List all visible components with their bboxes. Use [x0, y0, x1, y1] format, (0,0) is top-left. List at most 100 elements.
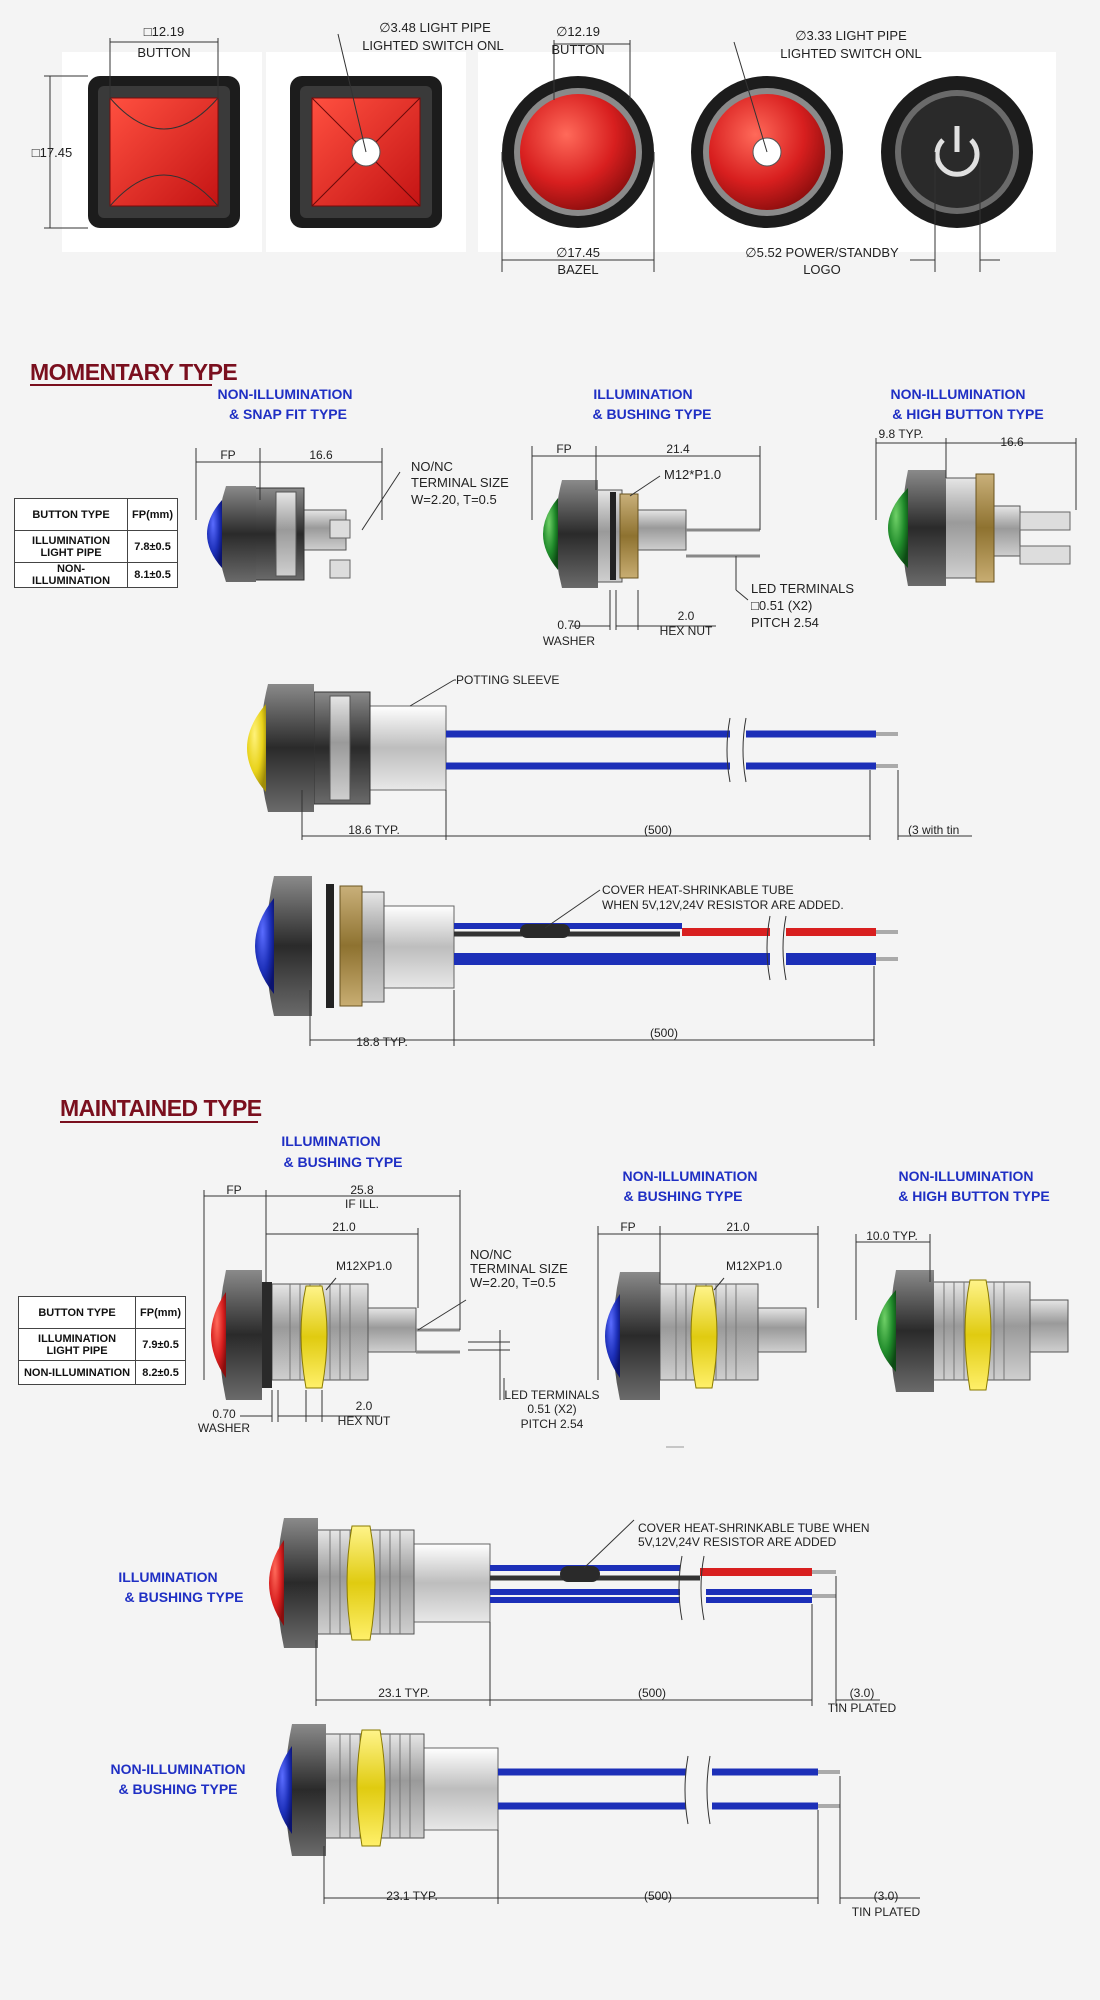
- momentary-dim-16-6: 16.6: [309, 448, 333, 462]
- table-cell: 8.2±0.5: [135, 1360, 186, 1385]
- maintained-led-b: 0.51 (X2): [527, 1402, 576, 1416]
- top-dimension-lines: [44, 33, 1000, 272]
- momentary-caption-2a: ILLUMINATION: [593, 386, 692, 402]
- logo-label: LOGO: [803, 262, 841, 277]
- momentary-cover-a: COVER HEAT-SHRINKABLE TUBE: [602, 883, 794, 897]
- momentary-dim-21-4: 21.4: [666, 442, 690, 456]
- momentary-wired-switch-yellow: [247, 684, 898, 812]
- maintained-caption-3a: NON-ILLUMINATION: [898, 1168, 1033, 1184]
- table-header: FP(mm): [127, 498, 178, 531]
- table-cell: 7.9±0.5: [135, 1328, 186, 1361]
- maintained-len-23-1a: 23.1 TYP.: [378, 1686, 430, 1700]
- table-header: BUTTON TYPE: [13, 498, 129, 531]
- maintained-wired-dims-1: [315, 1519, 880, 1706]
- momentary-thread: M12*P1.0: [664, 467, 721, 482]
- momentary-len-18-6: 18.6 TYP.: [348, 823, 400, 837]
- table-cell: 8.1±0.5: [127, 562, 178, 588]
- maintained-len-23-1b: 23.1 TYP.: [386, 1889, 438, 1903]
- maintained-hexnut-dim: 2.0: [356, 1399, 373, 1413]
- potting-sleeve-label: POTTING SLEEVE: [456, 673, 559, 687]
- maintained-dimension-lines: [203, 1190, 931, 1448]
- momentary-bushing-switch: [543, 480, 760, 588]
- momentary-len-500a: (500): [644, 823, 672, 837]
- momentary-dimension-lines: [195, 438, 1077, 630]
- square-button-view: [88, 76, 240, 228]
- square-button-label: BUTTON: [137, 45, 190, 60]
- round-button-label: BUTTON: [551, 42, 604, 57]
- maintained-terminal-b: TERMINAL SIZE: [470, 1261, 568, 1276]
- momentary-dim-16-6b: 16.6: [1000, 435, 1024, 449]
- maintained-wired-caption-1a: ILLUMINATION: [118, 1569, 217, 1585]
- momentary-fp-a: FP: [220, 448, 235, 462]
- table-cell: ILLUMINATION LIGHT PIPE: [17, 1328, 137, 1361]
- bezel-dim: ∅17.45: [556, 245, 600, 260]
- maintained-tin-b: TIN PLATED: [852, 1905, 921, 1919]
- maintained-dim-10: 10.0 TYP.: [866, 1229, 918, 1243]
- maintained-caption-3b: & HIGH BUTTON TYPE: [898, 1188, 1049, 1204]
- maintained-terminal-c: W=2.20, T=0.5: [470, 1275, 556, 1290]
- maintained-illumination-switch: [211, 1270, 460, 1400]
- maintained-len-500b: (500): [644, 1889, 672, 1903]
- momentary-led-a: LED TERMINALS: [751, 581, 854, 596]
- momentary-dim-9-8: 9.8 TYP.: [879, 427, 924, 441]
- maintained-section-title: MAINTAINED TYPE: [60, 1095, 262, 1121]
- momentary-hexnut: HEX NUT: [660, 624, 713, 638]
- maintained-non-illumination-switch: [605, 1272, 807, 1400]
- momentary-led-b: □0.51 (X2): [751, 598, 812, 613]
- momentary-wired-dims-2: [309, 889, 875, 1046]
- momentary-washer-dim: 0.70: [557, 618, 581, 632]
- maintained-wired-caption-2b: & BUSHING TYPE: [118, 1781, 237, 1797]
- momentary-len-500b: (500): [650, 1026, 678, 1040]
- maintained-led-c: PITCH 2.54: [521, 1417, 584, 1431]
- momentary-terminal-b: TERMINAL SIZE: [411, 475, 509, 490]
- table-cell: 7.8±0.5: [127, 530, 178, 563]
- maintained-high-button-switch: [877, 1270, 1069, 1392]
- momentary-snap-fit-switch: [207, 486, 351, 582]
- maintained-washer-dim: 0.70: [212, 1407, 236, 1421]
- maintained-dim-21b: 21.0: [726, 1220, 750, 1234]
- maintained-cover-a: COVER HEAT-SHRINKABLE TUBE WHEN: [638, 1521, 870, 1535]
- momentary-hexnut-dim: 2.0: [678, 609, 695, 623]
- maintained-thread: M12XP1.0: [336, 1259, 392, 1273]
- maintained-terminal-a: NO/NC: [470, 1247, 512, 1262]
- maintained-caption-2a: NON-ILLUMINATION: [622, 1168, 757, 1184]
- momentary-len-18-8: 18.8 TYP.: [356, 1035, 408, 1049]
- maintained-wired-caption-1b: & BUSHING TYPE: [124, 1589, 243, 1605]
- maintained-len-3b: (3.0): [874, 1889, 899, 1903]
- light-pipe-square-dim: ∅3.48 LIGHT PIPE: [379, 20, 491, 35]
- maintained-len-500a: (500): [638, 1686, 666, 1700]
- momentary-wired-dims-1: [301, 679, 972, 840]
- momentary-caption-3a: NON-ILLUMINATION: [890, 386, 1025, 402]
- maintained-led-a: LED TERMINALS: [504, 1388, 599, 1402]
- maintained-wired-switch-red: [269, 1518, 836, 1648]
- momentary-section-title: MOMENTARY TYPE: [30, 359, 237, 385]
- maintained-caption-2b: & BUSHING TYPE: [623, 1188, 742, 1204]
- maintained-thread-2: M12XP1.0: [726, 1259, 782, 1273]
- momentary-fp-b: FP: [556, 442, 571, 456]
- momentary-wired-switch-blue: [255, 876, 898, 1016]
- bezel-label: BAZEL: [557, 262, 598, 277]
- power-logo-dim: ∅5.52 POWER/STANDBY: [745, 245, 899, 260]
- square-side-dim: □17.45: [32, 145, 72, 160]
- table-header: FP(mm): [135, 1296, 186, 1329]
- maintained-cover-b: 5V,12V,24V RESISTOR ARE ADDED: [638, 1535, 837, 1549]
- round-button-dim: ∅12.19: [556, 24, 600, 39]
- momentary-terminal-c: W=2.20, T=0.5: [411, 492, 497, 507]
- round-button-view: [502, 76, 654, 228]
- maintained-len-3a: (3.0): [850, 1686, 875, 1700]
- maintained-fp-b: FP: [620, 1220, 635, 1234]
- momentary-caption-3b: & HIGH BUTTON TYPE: [892, 406, 1043, 422]
- table-cell: ILLUMINATION LIGHT PIPE: [13, 530, 129, 563]
- momentary-high-button-switch: [888, 470, 1071, 586]
- square-button-dim: □12.19: [144, 24, 184, 39]
- maintained-dim-21: 21.0: [332, 1220, 356, 1234]
- light-pipe-round-dim: ∅3.33 LIGHT PIPE: [795, 28, 907, 43]
- table-cell: NON-ILLUMINATION: [13, 562, 129, 588]
- maintained-wired-switch-blue: [276, 1724, 840, 1856]
- momentary-tin-3: (3 with tin: [908, 823, 959, 837]
- lighted-switch-label-a: LIGHTED SWITCH ONL: [362, 38, 504, 53]
